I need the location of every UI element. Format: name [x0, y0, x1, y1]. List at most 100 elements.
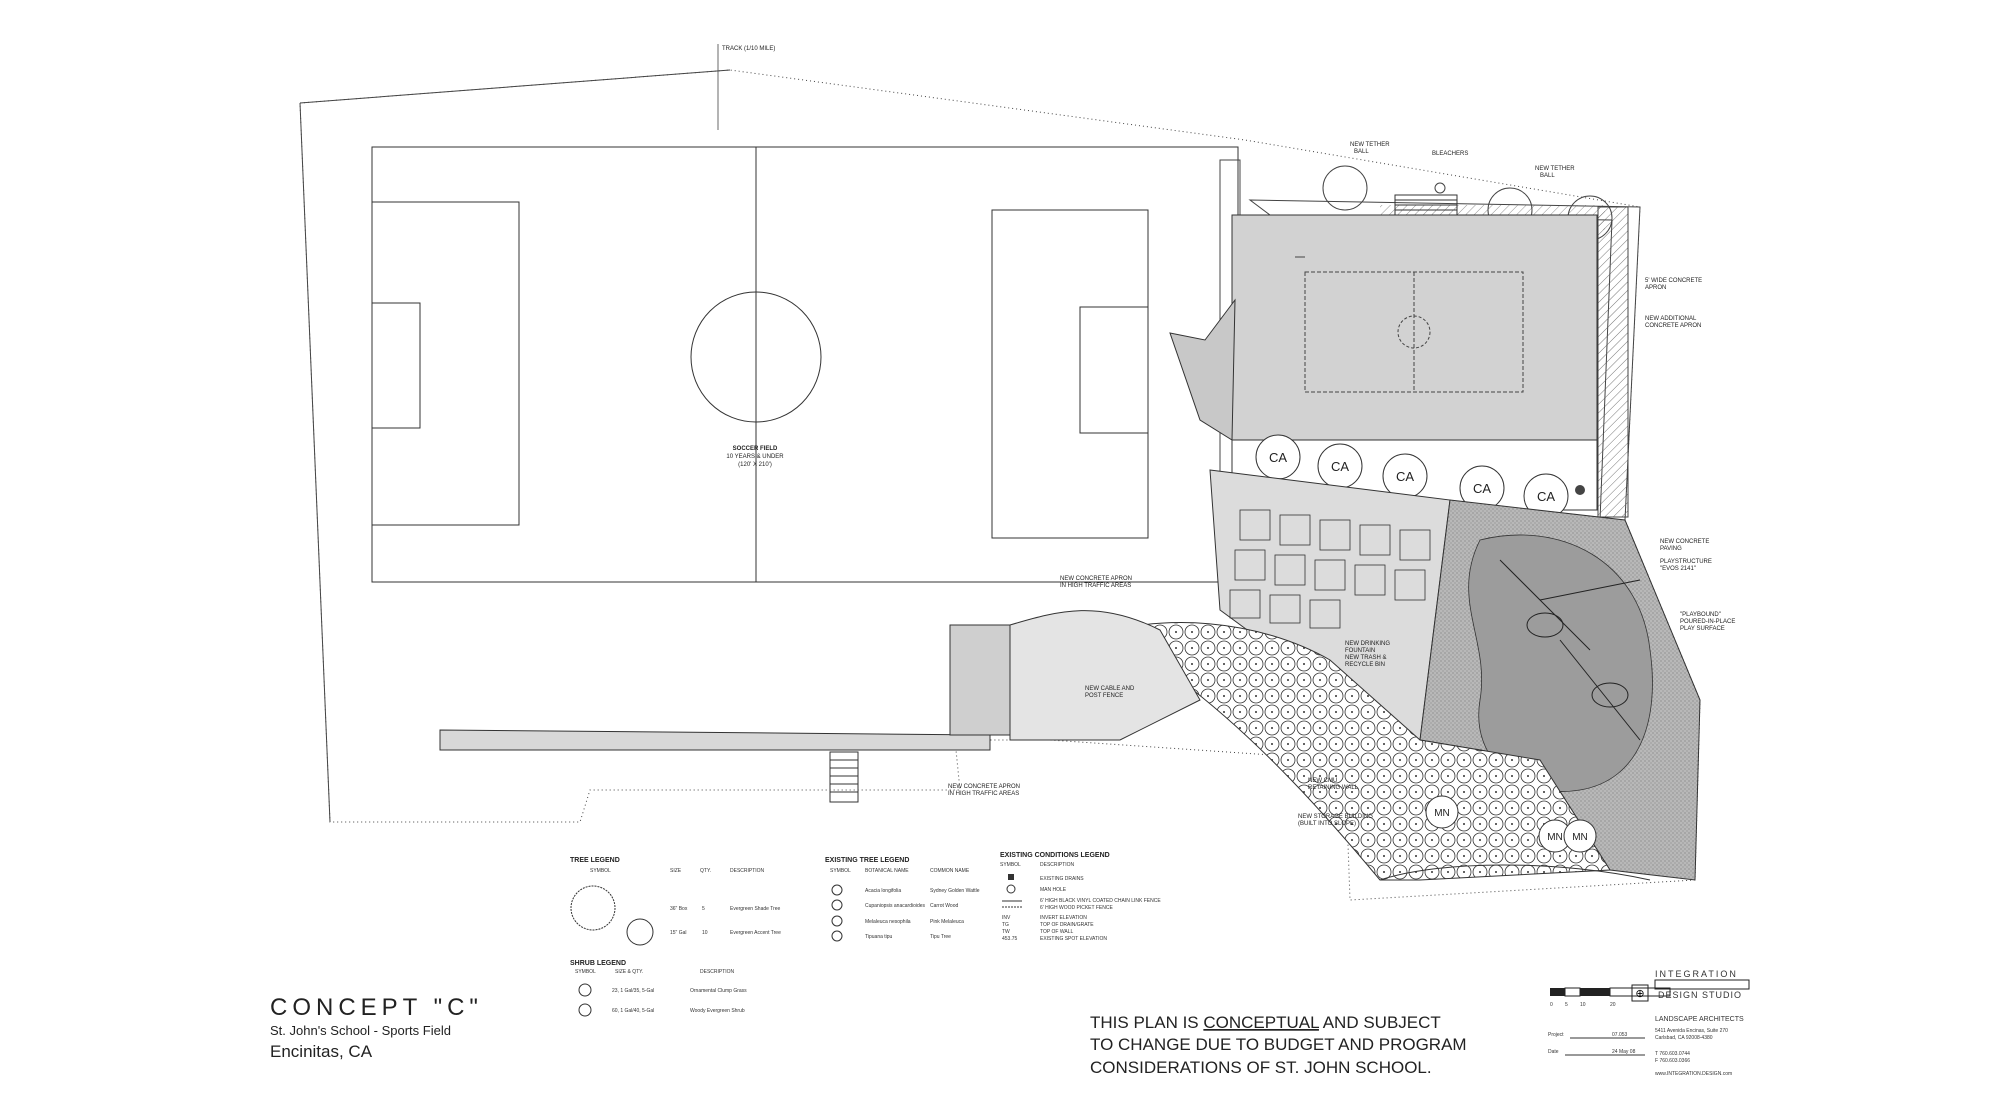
lower-walkway: [439, 610, 1201, 751]
scale-5: 5: [1565, 1002, 1568, 1008]
tree-legend-qty-1: 5: [702, 906, 705, 912]
shrub-legend-desc-2: Woody Evergreen Shrub: [690, 1008, 745, 1014]
existing-tree-botanical-1: Acacia longifolia: [865, 888, 901, 894]
stairs: [829, 751, 859, 803]
drinking-label-2: FOUNTAIN: [1345, 648, 1375, 654]
paving-label-2: PAVING: [1660, 546, 1682, 552]
disclaimer: THIS PLAN IS CONCEPTUAL AND SUBJECT TO C…: [1090, 1013, 1467, 1077]
cable-label: NEW CABLE AND: [1085, 686, 1135, 692]
firm-address-1: 5411 Avenida Encinas, Suite 270: [1655, 1028, 1728, 1034]
mn-trees: MN MN MN: [1425, 795, 1597, 853]
existing-tree-legend-title: EXISTING TREE LEGEND: [825, 857, 909, 864]
mn-tree-label: MN: [1547, 832, 1563, 843]
apron5-label-2: APRON: [1645, 285, 1666, 291]
ca-tree-label: CA: [1331, 459, 1349, 474]
north-arrow-icon: ⊕: [1635, 988, 1644, 1000]
tree-legend-head-symbol: SYMBOL: [590, 868, 611, 874]
ca-tree: CA: [1317, 443, 1363, 489]
firm-name-2: DESIGN STUDIO: [1658, 990, 1742, 1000]
shrub-legend-size-2: 60, 1 Gal/40, 5-Gal: [612, 1008, 654, 1014]
playstructure-label: PLAYSTRUCTURE: [1660, 559, 1712, 565]
title-block: CONCEPT "C" St. John's School - Sports F…: [270, 994, 478, 1061]
tree-legend-size-1: 36" Box: [670, 906, 688, 912]
existing-tree-head-common: COMMON NAME: [930, 868, 970, 874]
scale-20: 20: [1610, 1002, 1616, 1008]
benches: [1229, 509, 1431, 629]
existing-tree-common-3: Pink Melaleuca: [930, 919, 964, 925]
track-label: TRACK (1/10 MILE): [722, 46, 775, 52]
mn-tree: MN: [1425, 795, 1459, 829]
soccer-label-3: (120' x 210'): [738, 462, 772, 468]
tree-legend-size-2: 15" Gal: [670, 930, 687, 936]
ca-tree-label: CA: [1473, 481, 1491, 496]
disclaimer-line-3: CONSIDERATIONS OF ST. JOHN SCHOOL.: [1090, 1058, 1432, 1077]
soccer-field: [371, 146, 1239, 583]
cmu-label-2: RETAINING WALL: [1308, 785, 1359, 791]
existing-conditions-desc-3: 6' HIGH BLACK VINYL COATED CHAIN LINK FE…: [1040, 898, 1161, 904]
tree-legend-head-qty: QTY.: [700, 868, 711, 874]
site-boundary: [299, 69, 1701, 901]
disclaimer-line-1: THIS PLAN IS CONCEPTUAL AND SUBJECT: [1090, 1013, 1441, 1032]
paving-label: NEW CONCRETE: [1660, 539, 1709, 545]
existing-tree-common-1: Sydney Golden Wattle: [930, 888, 980, 894]
upper-court: [1231, 214, 1598, 444]
storage-label-2: (BUILT INTO SLOPE): [1298, 821, 1356, 827]
existing-conditions-desc-8: EXISTING SPOT ELEVATION: [1040, 936, 1107, 942]
date-label: Date: [1548, 1049, 1559, 1055]
disclaimer-underlined: CONCEPTUAL: [1203, 1013, 1319, 1032]
ca-tree: CA: [1523, 473, 1569, 519]
project-label: Project: [1548, 1032, 1564, 1038]
path-sweep: [1379, 864, 1651, 881]
ca-tree: CA: [1255, 434, 1301, 480]
concept-city: Encinitas, CA: [270, 1042, 373, 1061]
apron-high1-label-2: IN HIGH TRAFFIC AREAS: [1060, 583, 1131, 589]
firm-name-1: INTEGRATION: [1655, 969, 1738, 979]
ca-tree-label: CA: [1537, 489, 1555, 504]
apron-add-label-2: CONCRETE APRON: [1645, 323, 1701, 329]
firm-phone: T 760.603.0744: [1655, 1051, 1690, 1057]
existing-conditions-desc-7: TOP OF WALL: [1040, 929, 1073, 935]
apron5-label: 5' WIDE CONCRETE: [1645, 278, 1702, 284]
scale-0: 0: [1550, 1002, 1553, 1008]
shrub-legend-desc-1: Ornamental Clump Grass: [690, 988, 747, 994]
disclaimer-pre: THIS PLAN IS: [1090, 1013, 1203, 1032]
existing-tree-botanical-3: Melaleuca nesophila: [865, 919, 911, 925]
annotations: NEW TETHER BALL BLEACHERS NEW TETHER BAL…: [948, 142, 1735, 827]
existing-conditions-desc-4: 6' HIGH WOOD PICKET FENCE: [1040, 905, 1113, 911]
existing-conditions-desc-1: EXISTING DRAINS: [1040, 876, 1084, 882]
tree-legend: TREE LEGEND SYMBOL SIZE QTY. DESCRIPTION…: [570, 857, 781, 946]
existing-tree-botanical-4: Tipuana tipu: [865, 934, 893, 940]
existing-conditions-sym-8: 453.75: [1002, 936, 1018, 942]
tree-legend-desc-2: Evergreen Accent Tree: [730, 930, 781, 936]
entry-wedge: [1169, 298, 1236, 441]
firm-role: LANDSCAPE ARCHITECTS: [1655, 1016, 1744, 1023]
apron-high2-label: NEW CONCRETE APRON: [948, 784, 1020, 790]
tree-legend-title: TREE LEGEND: [570, 857, 620, 864]
apron-high1-label: NEW CONCRETE APRON: [1060, 576, 1132, 582]
apron-add-label: NEW ADDITIONAL: [1645, 316, 1697, 322]
mn-tree: MN: [1563, 819, 1597, 853]
tree-legend-qty-2: 10: [702, 930, 708, 936]
tether2-label: NEW TETHER: [1535, 166, 1575, 172]
drinking-label: NEW DRINKING: [1345, 641, 1390, 647]
scale-bar: 0 5 10 20 ⊕: [1550, 984, 1671, 1008]
shrub-legend-head-size: SIZE & QTY.: [615, 969, 643, 975]
play-surface: [1468, 534, 1653, 792]
existing-tree-head-symbol: SYMBOL: [830, 868, 851, 874]
existing-conditions-head-desc: DESCRIPTION: [1040, 862, 1075, 868]
shrub-legend-size-1: 23, 1 Gal/35, 5-Gal: [612, 988, 654, 994]
tree-legend-desc-1: Evergreen Shade Tree: [730, 906, 781, 912]
shrub-legend-head-desc: DESCRIPTION: [700, 969, 735, 975]
firm-block: INTEGRATION DESIGN STUDIO LANDSCAPE ARCH…: [1548, 969, 1750, 1077]
existing-tree-legend: EXISTING TREE LEGEND SYMBOL BOTANICAL NA…: [825, 857, 980, 942]
drinking-label-3: NEW TRASH &: [1345, 655, 1387, 661]
tether2-label-2: BALL: [1540, 173, 1555, 179]
cmu-label: NEW CMU: [1308, 778, 1337, 784]
firm-address-2: Carlsbad, CA 92008-4380: [1655, 1035, 1713, 1041]
shrub-legend-title: SHRUB LEGEND: [570, 960, 626, 967]
existing-tree-head-botanical: BOTANICAL NAME: [865, 868, 909, 874]
soccer-label-1: SOCCER FIELD: [733, 446, 778, 452]
playbound-label-2: POURED-IN-PLACE: [1680, 619, 1735, 625]
firm-web: www.INTEGRATION.DESIGN.com: [1655, 1071, 1732, 1077]
